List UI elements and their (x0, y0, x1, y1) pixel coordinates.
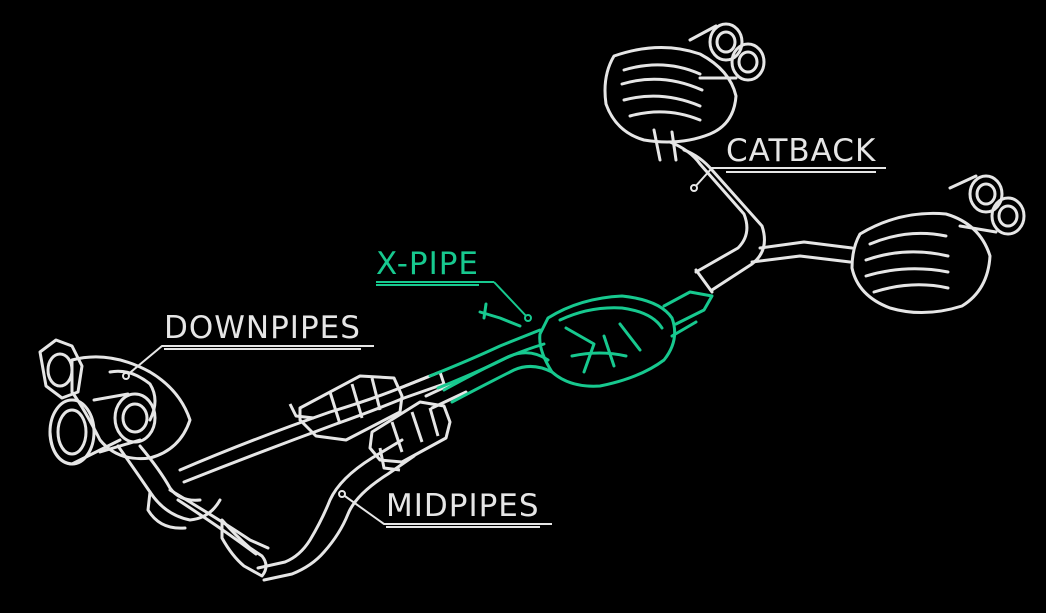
x-pipe-part[interactable] (428, 290, 714, 404)
catback-part[interactable] (603, 22, 1026, 315)
leader-lines (122, 167, 886, 525)
x-pipe-label[interactable]: X-PIPE (376, 249, 479, 286)
downpipes-part[interactable] (38, 338, 446, 556)
cat-converters (288, 374, 452, 472)
catback-label[interactable]: CATBACK (726, 136, 877, 173)
midpipes-label[interactable]: MIDPIPES (386, 491, 540, 528)
downpipes-label[interactable]: DOWNPIPES (164, 313, 361, 350)
midpipes-part[interactable] (220, 370, 468, 582)
